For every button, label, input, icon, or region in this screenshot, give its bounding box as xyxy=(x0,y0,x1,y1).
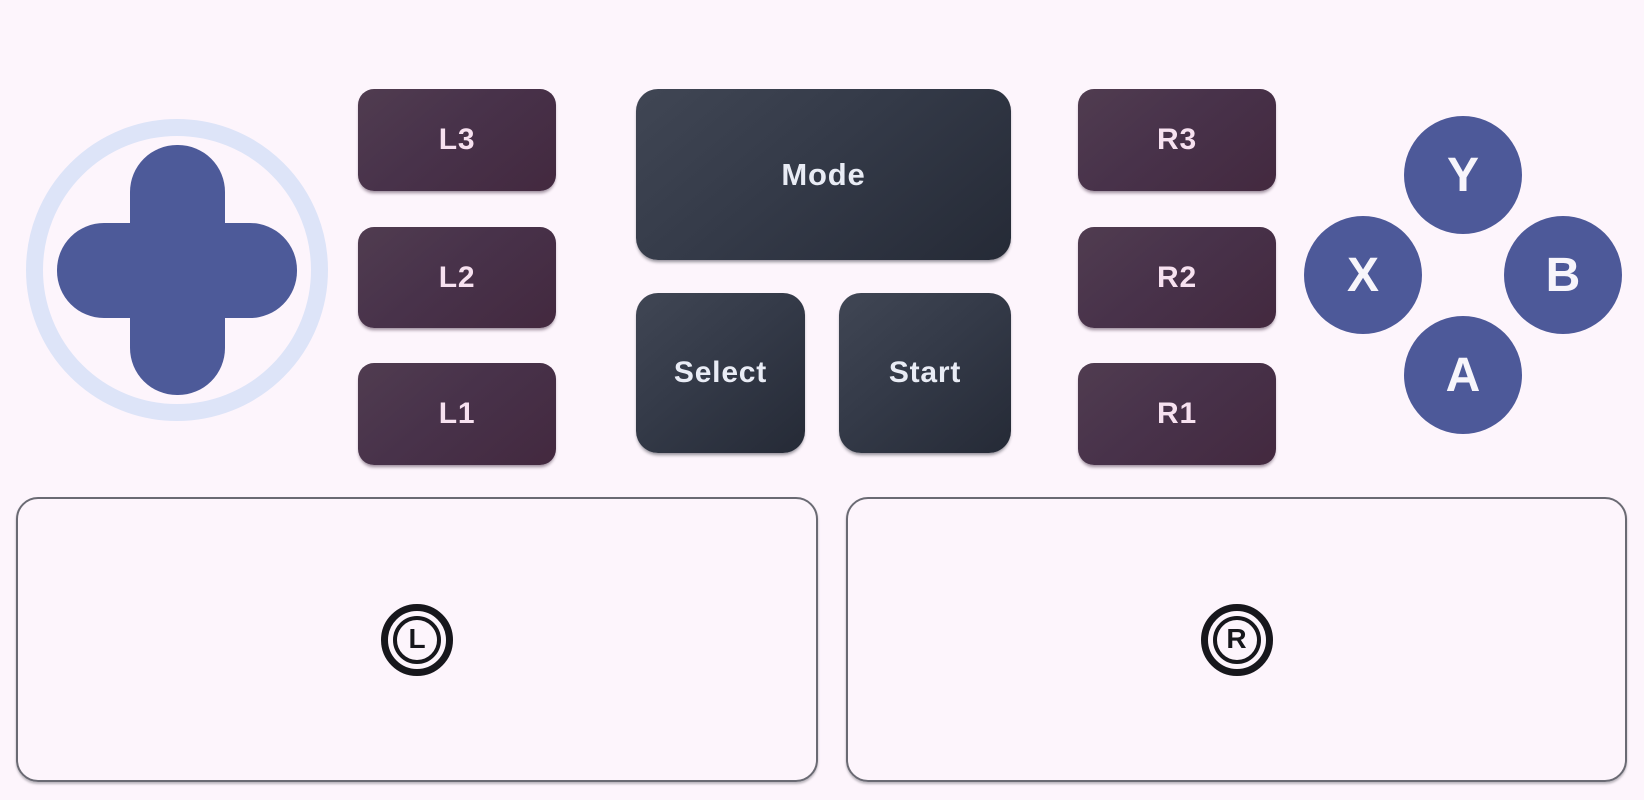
l3-label: L3 xyxy=(438,123,476,156)
b-label: B xyxy=(1545,248,1581,302)
r2-button[interactable]: R2 xyxy=(1078,227,1276,328)
dpad[interactable] xyxy=(0,0,340,440)
start-button[interactable]: Start xyxy=(839,293,1011,453)
a-label: A xyxy=(1445,348,1481,402)
start-label: Start xyxy=(888,356,962,389)
b-button[interactable]: B xyxy=(1504,216,1622,334)
r1-label: R1 xyxy=(1157,397,1197,430)
select-label: Select xyxy=(673,356,768,389)
left-stick-icon: L xyxy=(381,603,453,676)
l2-label: L2 xyxy=(438,260,476,294)
x-button[interactable]: X xyxy=(1304,216,1422,334)
right-stick-icon: R xyxy=(1200,603,1273,676)
r1-button[interactable]: R1 xyxy=(1078,363,1276,465)
mode-label: Mode xyxy=(781,156,866,192)
l1-button[interactable]: L1 xyxy=(358,363,556,465)
r2-label: R2 xyxy=(1157,260,1197,294)
y-label: Y xyxy=(1446,148,1479,202)
select-button[interactable]: Select xyxy=(636,293,805,453)
left-stick-icon-letter: L xyxy=(393,615,441,664)
mode-button[interactable]: Mode xyxy=(636,89,1011,260)
r3-label: R3 xyxy=(1157,123,1197,156)
l1-label: L1 xyxy=(438,397,476,430)
a-button[interactable]: A xyxy=(1404,316,1522,434)
y-button[interactable]: Y xyxy=(1404,116,1522,234)
right-touchpad[interactable]: R xyxy=(846,497,1627,782)
right-stick-icon-letter: R xyxy=(1212,615,1261,664)
x-label: X xyxy=(1346,248,1379,302)
l2-button[interactable]: L2 xyxy=(358,227,556,328)
l3-button[interactable]: L3 xyxy=(358,89,556,191)
dpad-horizontal-bar xyxy=(57,223,297,318)
r3-button[interactable]: R3 xyxy=(1078,89,1276,191)
left-touchpad[interactable]: L xyxy=(16,497,818,782)
